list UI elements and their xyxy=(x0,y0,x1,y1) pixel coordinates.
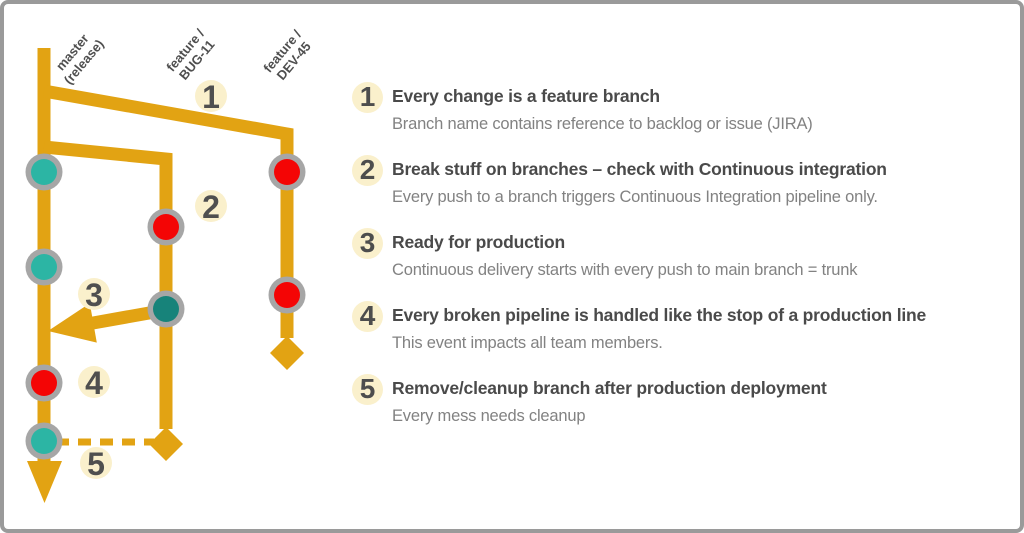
step-marker-circle xyxy=(78,278,110,310)
merge-arrowhead-icon xyxy=(48,303,97,343)
step-marker-circle xyxy=(80,447,112,479)
step-marker-number: 1 xyxy=(202,79,220,115)
legend: 1 Every change is a feature branch Branc… xyxy=(352,82,1016,430)
step-number-badge: 5 xyxy=(352,374,383,405)
commit-node xyxy=(147,290,185,328)
step-marker-circle xyxy=(195,190,227,222)
feature-dev45-branch-line xyxy=(42,84,294,338)
feature-bug11-branch-line xyxy=(43,140,173,429)
step-marker-5: 5 xyxy=(80,446,112,482)
step-description: Every push to a branch triggers Continuo… xyxy=(392,188,878,206)
master-arrowhead-icon xyxy=(27,461,62,503)
legend-item-2: 2 Break stuff on branches – check with C… xyxy=(352,155,1016,211)
step-marker-number: 4 xyxy=(85,365,103,401)
step-title: Remove/cleanup branch after production d… xyxy=(392,378,827,398)
step-description: This event impacts all team members. xyxy=(392,334,663,352)
commit-dot-red xyxy=(31,370,57,396)
legend-item-texts: Every change is a feature branch Branch … xyxy=(392,82,813,138)
commit-node xyxy=(25,364,63,402)
commit-dot-teal xyxy=(31,428,57,454)
commit-node xyxy=(268,276,306,314)
step-marker-number: 2 xyxy=(202,189,220,225)
step-title: Every change is a feature branch xyxy=(392,86,660,106)
git-graph-svg: 1 2 3 4 5 xyxy=(25,48,306,503)
step-marker-3: 3 xyxy=(78,277,110,313)
step-marker-4: 4 xyxy=(78,365,110,401)
step-title: Every broken pipeline is handled like th… xyxy=(392,305,927,325)
legend-item-texts: Remove/cleanup branch after production d… xyxy=(392,374,827,430)
legend-item-3: 3 Ready for production Continuous delive… xyxy=(352,228,1016,284)
step-title: Break stuff on branches – check with Con… xyxy=(392,159,887,179)
step-number-badge: 4 xyxy=(352,301,383,332)
bug11-end-diamond-icon xyxy=(149,427,183,461)
step-description: Every mess needs cleanup xyxy=(392,407,586,425)
legend-item-texts: Ready for production Continuous delivery… xyxy=(392,228,857,284)
commit-node xyxy=(25,248,63,286)
step-number-badge: 2 xyxy=(352,155,383,186)
step-description: Continuous delivery starts with every pu… xyxy=(392,261,858,279)
step-marker-number: 3 xyxy=(85,277,103,313)
commit-node xyxy=(25,153,63,191)
commit-node xyxy=(268,153,306,191)
legend-item-4: 4 Every broken pipeline is handled like … xyxy=(352,301,1016,357)
step-description: Branch name contains reference to backlo… xyxy=(392,115,813,133)
legend-item-5: 5 Remove/cleanup branch after production… xyxy=(352,374,1016,430)
step-marker-circle xyxy=(195,80,227,112)
commit-dot-red xyxy=(274,282,300,308)
step-title: Ready for production xyxy=(392,232,565,252)
commit-node xyxy=(147,208,185,246)
step-number-badge: 1 xyxy=(352,82,383,113)
step-number-badge: 3 xyxy=(352,228,383,259)
legend-item-1: 1 Every change is a feature branch Branc… xyxy=(352,82,1016,138)
commit-dot-teal xyxy=(31,254,57,280)
step-marker-1: 1 xyxy=(195,79,227,115)
dev45-end-diamond-icon xyxy=(270,336,304,370)
commit-dot-teal xyxy=(31,159,57,185)
commit-dot-red xyxy=(274,159,300,185)
legend-item-texts: Break stuff on branches – check with Con… xyxy=(392,155,887,211)
step-marker-2: 2 xyxy=(195,189,227,225)
commit-dot-dark-teal xyxy=(153,296,179,322)
step-marker-circle xyxy=(78,366,110,398)
commit-dot-red xyxy=(153,214,179,240)
commit-node xyxy=(25,422,63,460)
legend-item-texts: Every broken pipeline is handled like th… xyxy=(392,301,926,357)
git-branch-diagram: 1 2 3 4 5 master (release) xyxy=(4,4,349,529)
step-marker-number: 5 xyxy=(87,446,105,482)
